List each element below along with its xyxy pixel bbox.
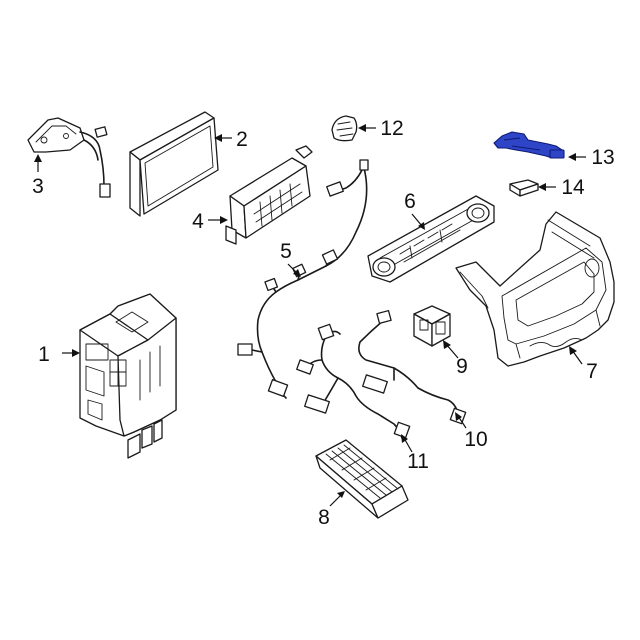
- part-3-bracket-harness[interactable]: [27, 117, 111, 198]
- leader-2-arrowhead: [214, 134, 222, 142]
- part-6-climate-control-panel[interactable]: [367, 195, 495, 283]
- part-4-control-module[interactable]: [225, 145, 313, 245]
- callout-7: 7: [586, 360, 598, 383]
- leader-3-arrowhead: [34, 154, 42, 162]
- part-5-wiring-harness[interactable]: [237, 159, 369, 399]
- callout-12: 12: [380, 117, 403, 140]
- callout-1: 1: [38, 343, 50, 366]
- leader-13-arrowhead: [568, 153, 576, 161]
- part-8-grille-mat[interactable]: [315, 439, 409, 519]
- callout-3: 3: [32, 175, 44, 198]
- callout-8: 8: [318, 506, 330, 529]
- leader-6: [411, 213, 423, 227]
- callout-13: 13: [591, 146, 614, 169]
- leader-8-arrowhead: [337, 491, 345, 498]
- leader-11-arrowhead: [401, 434, 408, 443]
- leader-7-arrowhead: [569, 346, 577, 355]
- part-12-switch[interactable]: [331, 115, 358, 142]
- callout-11: 11: [407, 450, 429, 473]
- leader-1-arrowhead: [72, 349, 80, 357]
- callout-5: 5: [280, 240, 292, 263]
- callout-4: 4: [192, 210, 204, 233]
- part-13-bracket-highlighted[interactable]: [493, 131, 565, 159]
- leader-14-arrowhead: [538, 183, 546, 191]
- callout-6: 6: [404, 190, 416, 213]
- leader-9-arrowhead: [443, 340, 451, 349]
- leader-12-arrowhead: [358, 124, 366, 132]
- part-14-clip[interactable]: [509, 179, 539, 197]
- callout-labels: 1 2 3 4 5 6 7 8 9 10 11 12 13 14: [32, 117, 615, 529]
- callout-10: 10: [464, 428, 487, 451]
- leader-6-arrowhead: [418, 222, 425, 230]
- part-2-display-panel[interactable]: [129, 111, 219, 217]
- leader-5-arrowhead: [293, 269, 301, 277]
- callout-9: 9: [456, 355, 468, 378]
- part-9-module[interactable]: [413, 305, 451, 347]
- leader-4-arrowhead: [220, 216, 228, 224]
- leader-lines: [34, 124, 586, 507]
- callout-14: 14: [561, 176, 585, 199]
- part-11-wiring-harness[interactable]: [296, 323, 411, 439]
- part-7-instrument-bezel[interactable]: [455, 211, 615, 367]
- leader-10-arrowhead: [455, 412, 462, 421]
- part-1-junction-box[interactable]: [79, 293, 177, 459]
- callout-2: 2: [236, 128, 248, 151]
